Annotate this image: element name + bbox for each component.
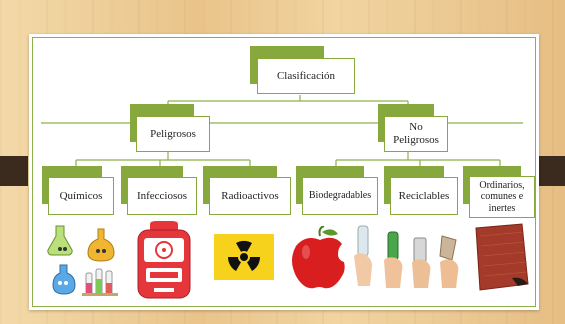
reciclables-node: Reciclables — [384, 166, 458, 216]
biodegradables-node: Biodegradables — [296, 166, 378, 216]
peligrosos-node: Peligrosos — [130, 104, 210, 154]
root-node: Clasificación — [250, 46, 356, 96]
recyclables-hands-icon — [354, 225, 459, 288]
no-peligrosos-node-label: No Peligrosos — [384, 116, 448, 152]
rag-icon — [475, 223, 529, 291]
radioactivos-node-label: Radioactivos — [209, 177, 291, 215]
radioactivos-node: Radioactivos — [203, 166, 291, 216]
quimicos-node: Químicos — [42, 166, 114, 216]
no-peligrosos-node: No Peligrosos — [378, 104, 448, 154]
infecciosos-node: Infecciosos — [121, 166, 197, 216]
reciclables-node-label: Reciclables — [390, 177, 458, 215]
biohazard-bag-icon — [137, 221, 191, 299]
ordinarios-node: Ordinarios, comunes e inertes — [463, 166, 535, 218]
radiation-icon — [214, 234, 274, 280]
board-frame — [32, 37, 536, 307]
infecciosos-node-label: Infecciosos — [127, 177, 197, 215]
peligrosos-node-label: Peligrosos — [136, 116, 210, 152]
chemical-flasks-icon — [47, 225, 118, 296]
root-node-label: Clasificación — [257, 58, 355, 94]
quimicos-node-label: Químicos — [48, 177, 114, 215]
left-side-tab — [0, 156, 28, 186]
biodegradables-node-label: Biodegradables — [302, 177, 378, 215]
right-side-tab — [535, 156, 565, 186]
apple-icon — [292, 226, 345, 289]
ordinarios-node-label: Ordinarios, comunes e inertes — [469, 176, 535, 218]
